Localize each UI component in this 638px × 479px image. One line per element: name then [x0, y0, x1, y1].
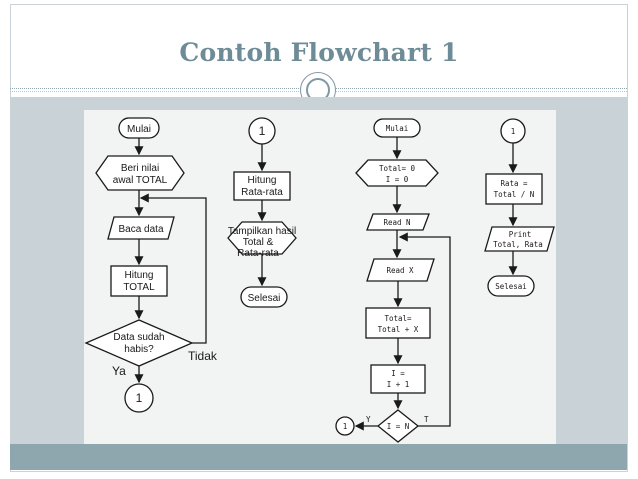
- a-init-label-1: Beri nilai: [121, 163, 159, 174]
- c-sum-label-2: Total + X: [378, 325, 419, 334]
- c-read-n-label: Read N: [383, 218, 410, 227]
- d-print-label-1: Print: [509, 230, 532, 239]
- c-init-preparation: [355, 159, 439, 187]
- d-print-label-2: Total, Rata: [493, 240, 543, 249]
- c-init-label-1: Total= 0: [379, 164, 416, 173]
- c-incr-label-2: I + 1: [387, 380, 410, 389]
- d-calc-label-1: Rata =: [500, 179, 528, 188]
- a-connector-label: 1: [136, 391, 143, 405]
- c-sum-label-1: Total=: [384, 314, 412, 323]
- d-calc-process: [485, 173, 543, 205]
- c-decision-label: I = N: [387, 422, 410, 431]
- a-read-label: Baca data: [118, 224, 163, 235]
- a-read-io: [107, 216, 175, 240]
- flowchart-image: Mulai Beri nilai awal TOTAL Baca data Hi…: [84, 110, 556, 444]
- b-display: [227, 221, 297, 255]
- d-end-label: Selesai: [495, 282, 527, 291]
- c-start-label: Mulai: [386, 124, 409, 133]
- c-incr-process: [370, 364, 426, 394]
- c-decision: [376, 409, 420, 443]
- c-read-x-io: [366, 258, 435, 282]
- a-decision-label-2: habis?: [124, 344, 154, 355]
- c-read-x-label: Read X: [386, 266, 414, 275]
- c-connector: [335, 416, 355, 436]
- a-init-label-2: awal TOTAL: [113, 175, 168, 186]
- d-connector-label: 1: [511, 127, 516, 136]
- slide-title: Contoh Flowchart 1: [179, 38, 459, 67]
- b-display-label-1: Tampilkan hasil: [228, 226, 296, 237]
- a-yes-label: Ya: [112, 364, 126, 378]
- c-yes-label: Y: [366, 415, 371, 424]
- d-calc-label-2: Total / N: [494, 190, 535, 199]
- c-connector-label: 1: [343, 422, 348, 431]
- a-init-preparation: [95, 155, 185, 191]
- a-decision: [84, 319, 194, 367]
- a-calc-label-2: TOTAL: [123, 282, 155, 293]
- footer-band: [10, 444, 627, 470]
- a-no-label: Tidak: [188, 349, 218, 363]
- b-end-terminator: [240, 286, 288, 308]
- b-end-label: Selesai: [248, 293, 281, 304]
- a-connector: [124, 383, 154, 413]
- b-display-label-2: Total &: [243, 237, 274, 248]
- c-init-label-2: I = 0: [386, 175, 409, 184]
- b-calc-label-1: Hitung: [248, 175, 277, 186]
- a-calc-label-1: Hitung: [125, 270, 154, 281]
- c-no-label: T: [424, 415, 429, 424]
- c-read-n-io: [366, 213, 430, 231]
- a-start-label: Mulai: [127, 124, 151, 135]
- d-end-terminator: [487, 275, 535, 297]
- b-display-label-3: Rata-rata: [237, 248, 279, 259]
- a-decision-label-1: Data sudah: [113, 332, 164, 343]
- d-print-io: [484, 226, 555, 252]
- b-connector-label: 1: [259, 124, 266, 138]
- b-calc-label-2: Rata-rata: [241, 187, 283, 198]
- c-incr-label-1: I =: [391, 369, 405, 378]
